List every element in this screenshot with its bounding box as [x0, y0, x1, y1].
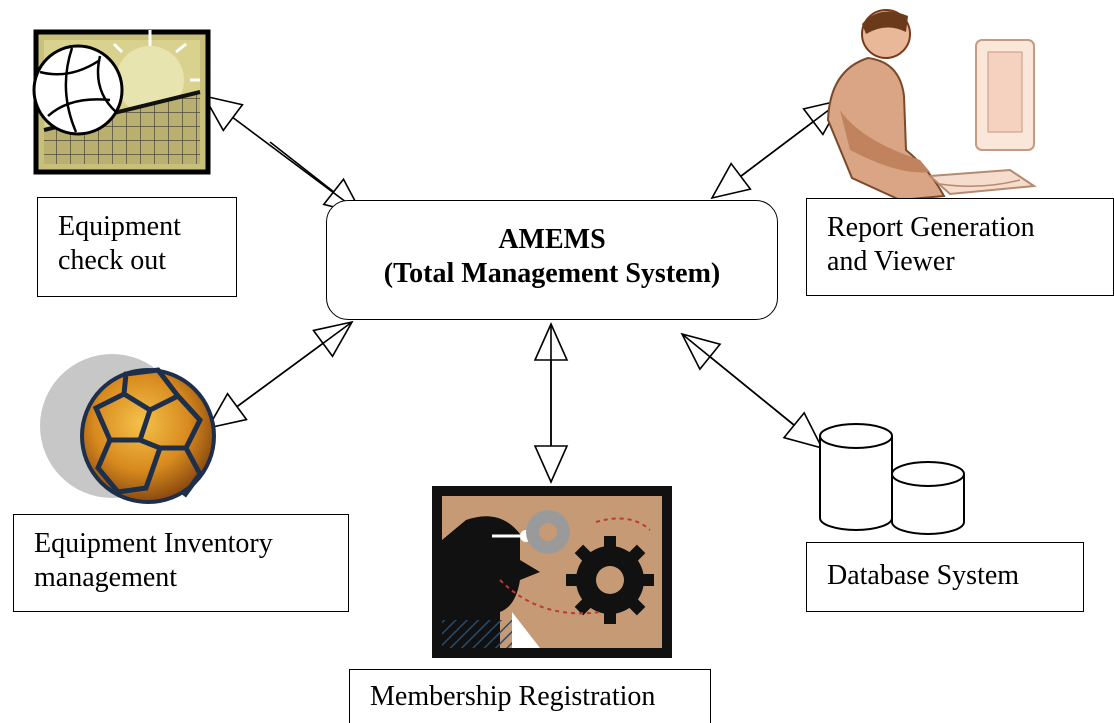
- businessman-computer-icon: [826, 9, 1037, 202]
- central-system-box: AMEMS (Total Management System): [326, 200, 778, 320]
- connector-report: [710, 98, 844, 200]
- node-equipment-inventory: Equipment Inventory management: [13, 514, 349, 612]
- node-label-line2: and Viewer: [827, 246, 955, 277]
- connector-database: [680, 332, 824, 450]
- node-label-line2: management: [34, 562, 178, 593]
- node-membership-registration: Membership Registration: [349, 669, 711, 723]
- volleyball-icon: [32, 29, 211, 175]
- node-label-line1: Equipment Inventory: [34, 528, 273, 559]
- database-cylinders-icon: [819, 423, 965, 535]
- node-equipment-checkout: Equipment check out: [37, 197, 237, 297]
- connector-inventory: [206, 320, 354, 430]
- center-subtitle: (Total Management System): [383, 258, 721, 289]
- node-label-line2: check out: [58, 245, 167, 276]
- node-label-line1: Report Generation: [827, 212, 1035, 243]
- node-label-line1: Equipment: [58, 211, 181, 242]
- soccer-ball-icon: [40, 354, 216, 504]
- gears-head-icon: [432, 486, 672, 658]
- node-label-line1: Database System: [827, 560, 1020, 591]
- node-report-generation: Report Generation and Viewer: [806, 198, 1114, 296]
- node-database-system: Database System: [806, 542, 1084, 612]
- center-title: AMEMS: [498, 224, 606, 255]
- node-label-line1: Membership Registration: [370, 681, 656, 712]
